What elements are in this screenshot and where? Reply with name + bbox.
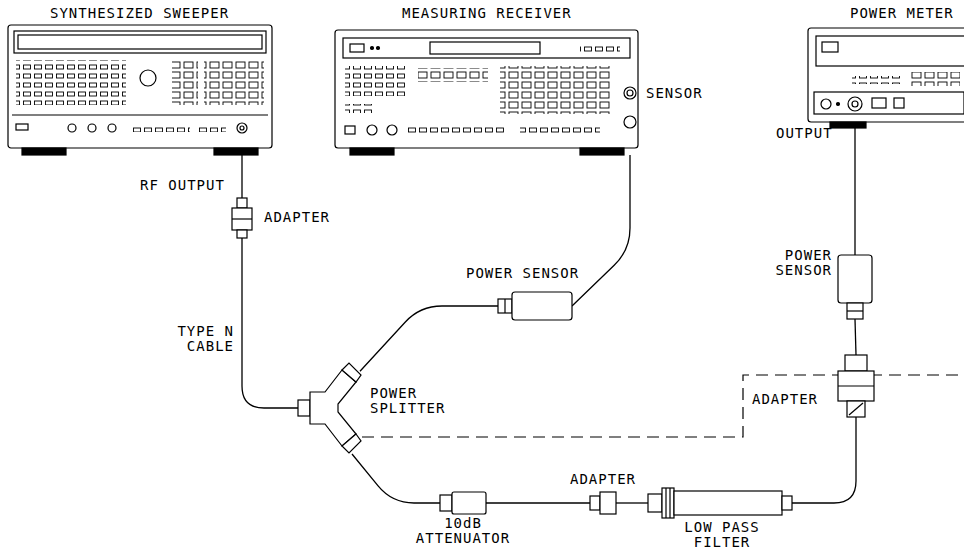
cable xyxy=(352,454,440,503)
cable xyxy=(486,502,590,503)
cable xyxy=(854,122,855,255)
cable xyxy=(360,306,498,371)
receiver-drawing xyxy=(335,30,638,155)
power-sensor-drawing xyxy=(498,292,572,320)
attenuator: 10dB ATTENUATOR xyxy=(440,492,486,514)
cable xyxy=(242,238,298,408)
attenuator-drawing xyxy=(440,492,486,514)
low-pass-filter-drawing xyxy=(648,488,792,518)
cable xyxy=(572,155,630,306)
adapter-drawing xyxy=(232,198,252,238)
power-splitter: POWER SPLITTER xyxy=(298,362,360,454)
power-sensor-drawing xyxy=(838,255,872,319)
low-pass-filter: LOW PASS FILTER xyxy=(648,488,792,518)
power-sensor: POWER SENSOR xyxy=(838,255,872,319)
part-label: SENSOR xyxy=(646,86,703,101)
part-label: POWER SENSOR xyxy=(770,248,832,278)
adapter: ADAPTER xyxy=(590,492,616,514)
part-label: SYNTHESIZED SWEEPER xyxy=(50,6,229,21)
cable-label-holder: TYPE N CABLE xyxy=(160,324,234,354)
part-label: ADAPTER xyxy=(752,392,818,407)
sweeper-drawing xyxy=(8,25,272,155)
signal-generator: SYNTHESIZED SWEEPERRF OUTPUT xyxy=(8,25,272,155)
part-label: OUTPUT xyxy=(776,126,833,141)
part-label: ADAPTER xyxy=(264,210,330,225)
adapter-drawing xyxy=(590,492,616,514)
adapter: ADAPTER xyxy=(838,355,874,417)
part-label: 10dB ATTENUATOR xyxy=(413,516,513,546)
cable xyxy=(792,417,856,503)
part-label: LOW PASS FILTER xyxy=(672,520,772,550)
cable-label: TYPE N CABLE xyxy=(160,324,234,354)
power-meter-drawing xyxy=(808,28,964,128)
cable-group xyxy=(242,122,856,503)
cable xyxy=(616,502,648,503)
power-meter: POWER METEROUTPUT xyxy=(808,28,964,122)
power-sensor: POWER SENSOR xyxy=(498,292,572,320)
cable xyxy=(241,155,242,198)
part-label: POWER SENSOR xyxy=(466,266,579,281)
part-label: POWER SPLITTER xyxy=(370,386,452,416)
power-splitter-drawing xyxy=(298,363,361,453)
part-label: RF OUTPUT xyxy=(140,178,225,193)
part-label: MEASURING RECEIVER xyxy=(402,6,572,21)
part-label: ADAPTER xyxy=(570,472,636,487)
part-label: POWER METER xyxy=(850,6,954,21)
cable xyxy=(855,319,856,355)
adapter: ADAPTER xyxy=(232,198,252,238)
adapter-drawing xyxy=(838,355,874,417)
measuring-instrument: MEASURING RECEIVERSENSOR xyxy=(335,30,640,155)
